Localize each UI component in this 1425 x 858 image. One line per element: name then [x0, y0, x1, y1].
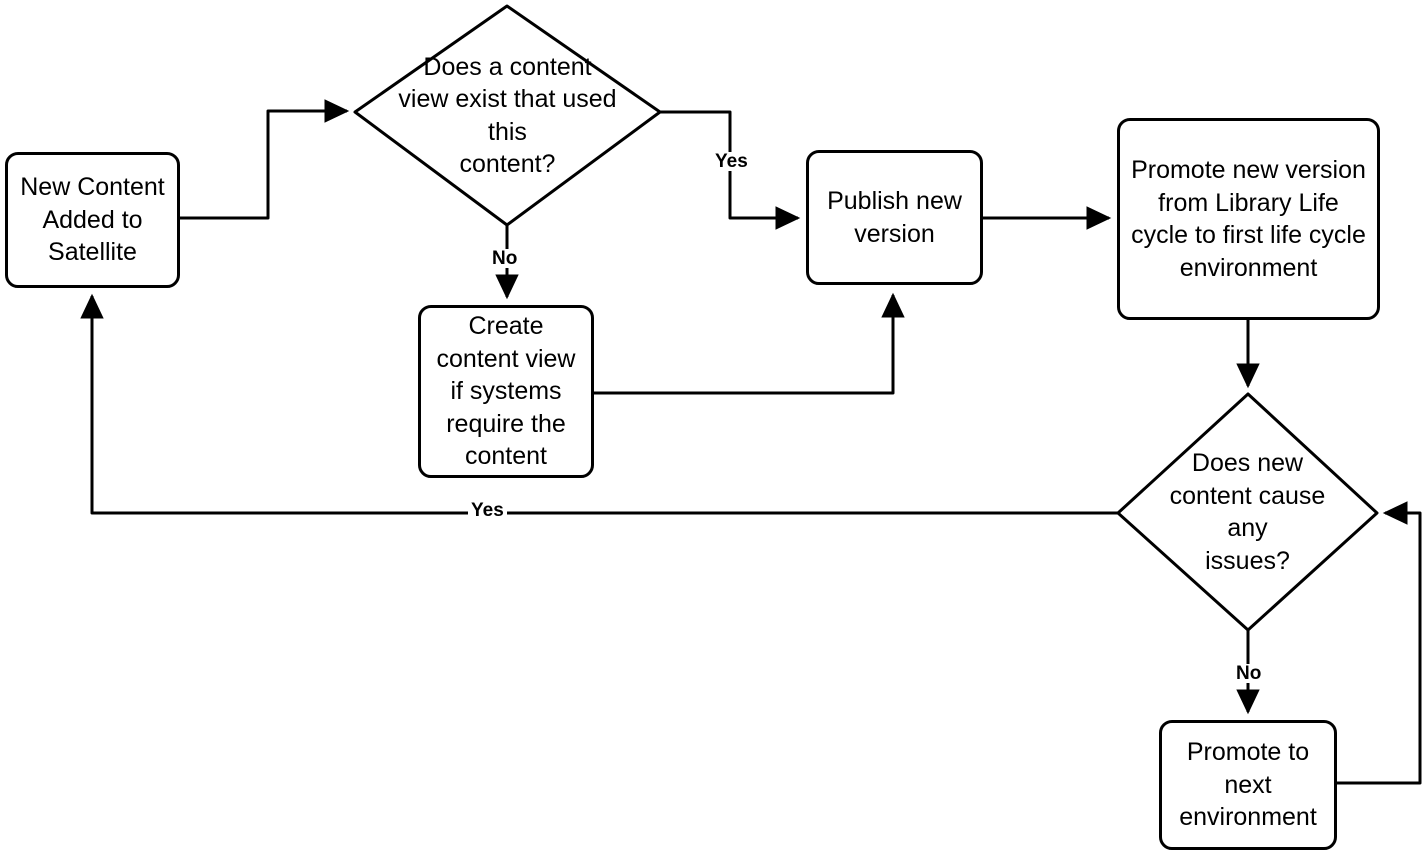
node-publish-new-version[interactable]: Publish new version: [806, 150, 983, 285]
node-does-new-content-cause-issues[interactable]: Does new content cause any issues?: [1118, 394, 1377, 630]
node-does-content-view-exist[interactable]: Does a content view exist that used this…: [355, 6, 660, 225]
node-new-content-added-to-satellite[interactable]: New Content Added to Satellite: [5, 152, 180, 288]
edge-promote-next-to-issues-decision: [1337, 501, 1422, 785]
node-does-content-view-exist-label: Does a content view exist that used this…: [398, 52, 617, 179]
edge-issues-yes-to-new-content: [80, 293, 1118, 515]
decision-shape-content-causes-issues: [1116, 392, 1379, 632]
node-create-content-view[interactable]: Create content view if systems require t…: [418, 305, 594, 478]
edge-label-no-content-view: No: [489, 249, 521, 268]
edge-new-content-to-decision: [180, 99, 350, 220]
edge-label-no-issues: No: [1233, 664, 1265, 683]
edge-label-yes-issues: Yes: [468, 501, 507, 520]
node-does-new-content-cause-issues-label: Does new content cause any issues?: [1169, 449, 1326, 575]
edge-create-content-view-to-publish: [594, 292, 905, 395]
node-promote-new-version[interactable]: Promote new version from Library Life cy…: [1117, 118, 1380, 320]
node-promote-to-next-environment[interactable]: Promote to next environment: [1159, 720, 1337, 850]
edge-label-yes-content-view: Yes: [712, 152, 751, 171]
